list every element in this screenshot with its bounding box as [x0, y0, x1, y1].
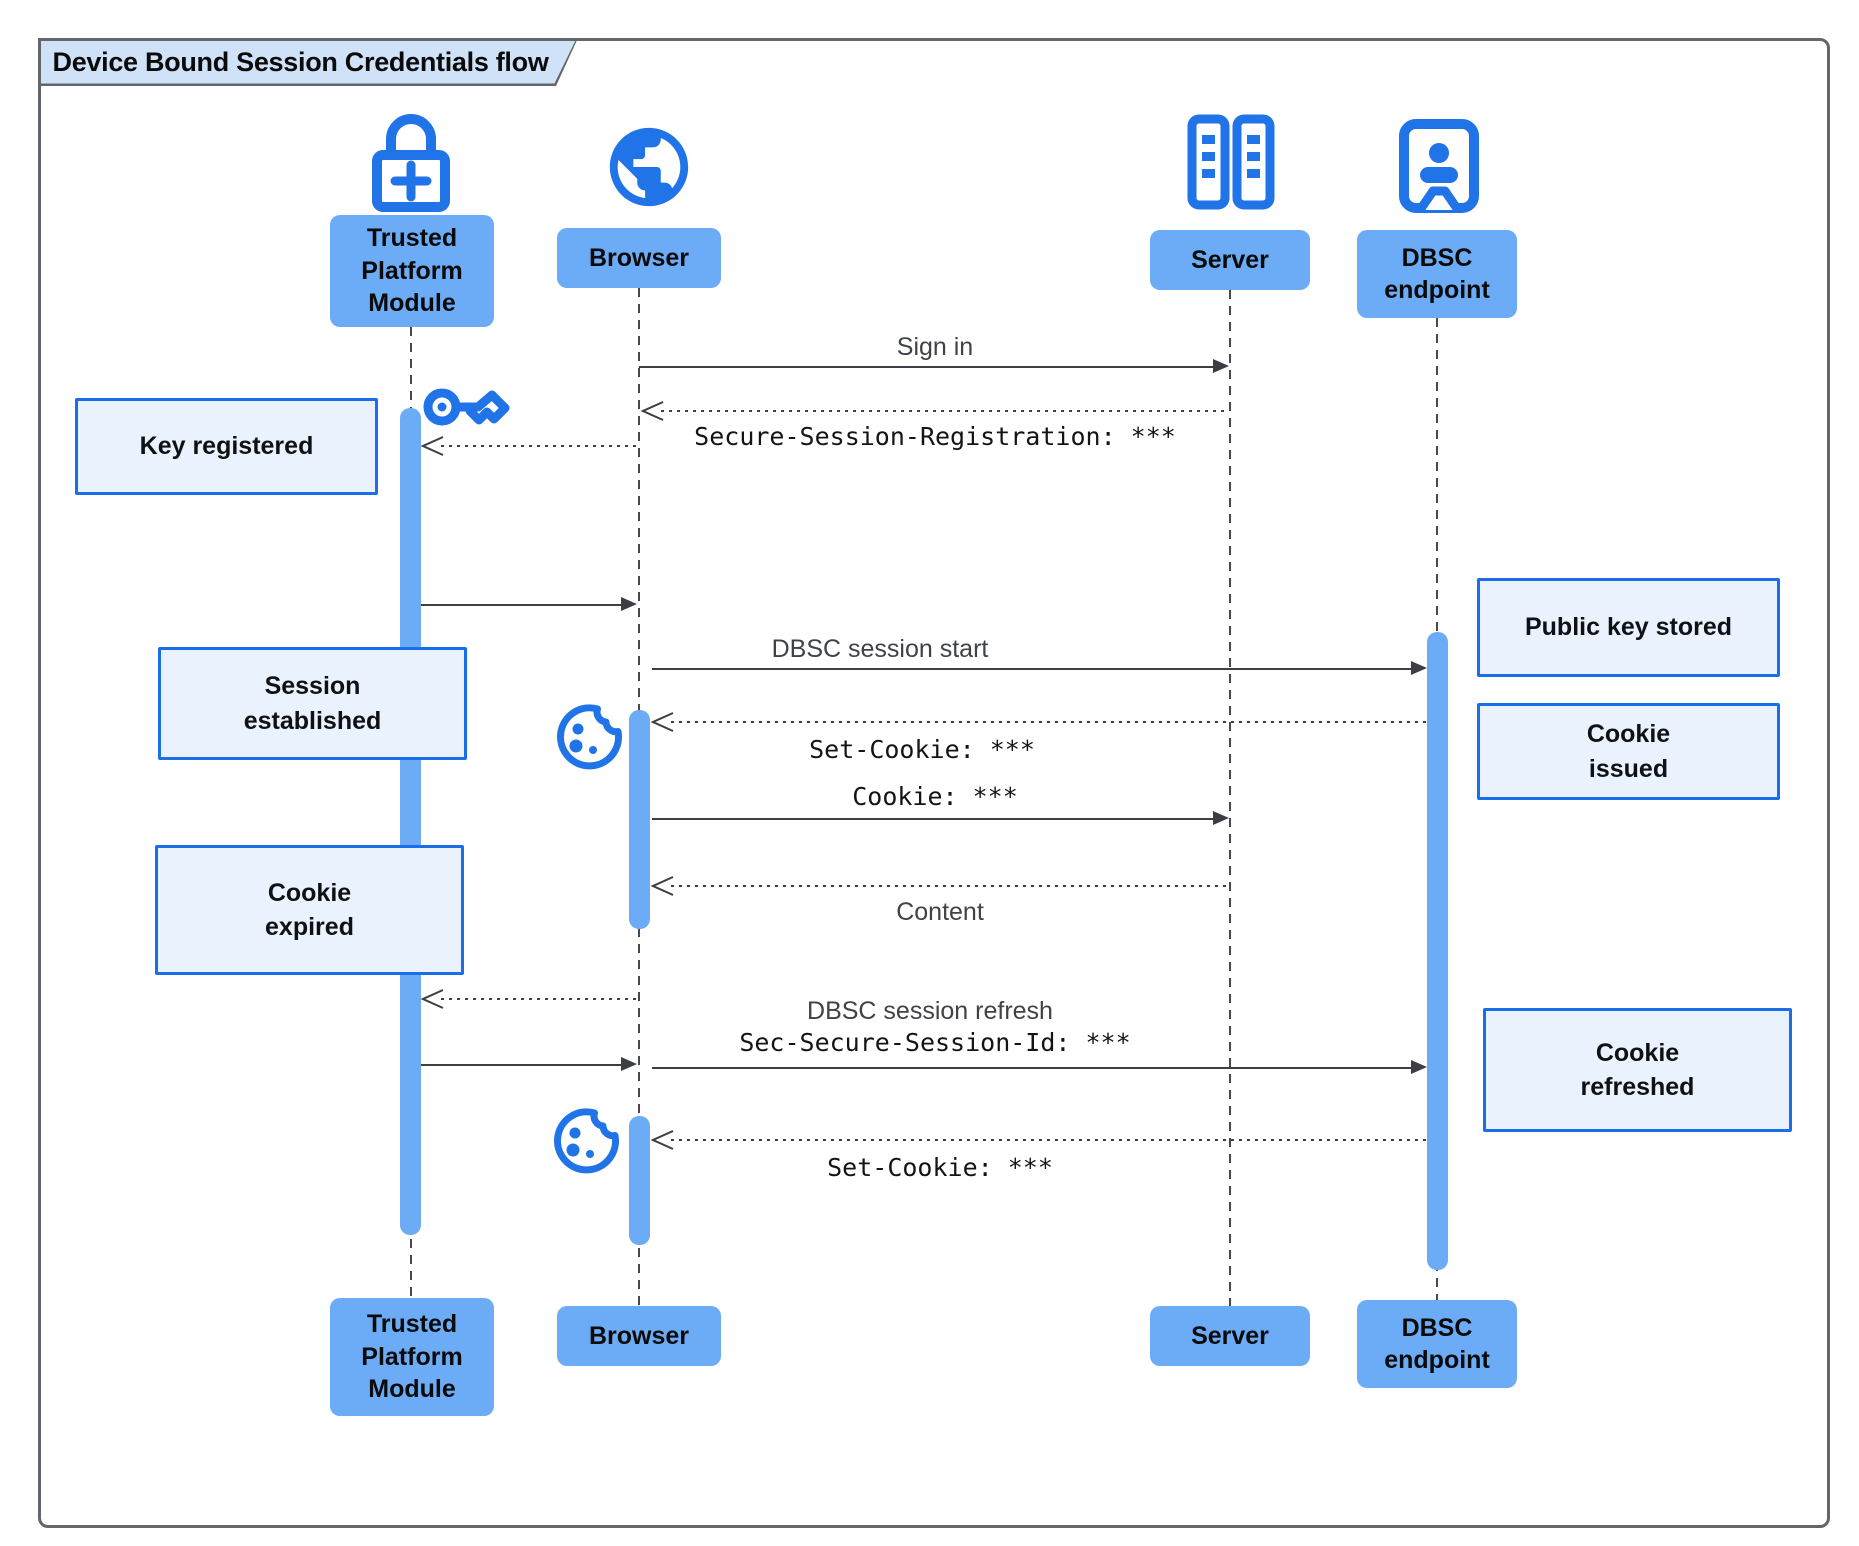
message-key-done-line	[421, 604, 622, 606]
message-dbsc-refresh-line	[652, 1067, 1412, 1069]
message-dbsc-start-label: DBSC session start	[771, 635, 989, 663]
message-dbsc-start-line	[652, 668, 1412, 670]
message-set-cookie-1-label: Set-Cookie: ***	[809, 735, 1035, 764]
actor-browser-top: Browser	[557, 228, 721, 288]
message-set-cookie-2-label: Set-Cookie: ***	[827, 1153, 1053, 1182]
diagram-title: Device Bound Session Credentials flow	[52, 46, 549, 77]
activation-bar-dbsc	[1427, 632, 1448, 1270]
note-public-key-stored: Public key stored	[1477, 578, 1780, 677]
message-set-cookie-2-line	[671, 1139, 1427, 1141]
message-key-signed-line	[421, 1064, 622, 1066]
actor-server-top: Server	[1150, 230, 1310, 290]
actor-dbsc-top: DBSC endpoint	[1357, 230, 1517, 318]
activation-bar-browser-1	[629, 710, 650, 929]
message-key-sign-line	[441, 998, 638, 1000]
message-dbsc-refresh-label: DBSC session refresh	[807, 997, 1053, 1025]
cookie-icon	[557, 704, 622, 770]
globe-icon	[609, 127, 689, 207]
diagram-title-tab: Device Bound Session Credentials flow	[38, 38, 578, 86]
note-cookie-refreshed: Cookie refreshed	[1483, 1008, 1792, 1132]
message-registration-label: Secure-Session-Registration: ***	[694, 422, 1176, 451]
actor-tpm-bottom: Trusted Platform Module	[330, 1298, 494, 1416]
arrowhead-icon	[1213, 359, 1229, 373]
message-content-line	[671, 885, 1229, 887]
arrowhead-icon	[621, 1057, 637, 1071]
activation-bar-tpm	[400, 408, 421, 1235]
server-icon	[1187, 114, 1275, 210]
open-arrowhead-icon	[421, 989, 444, 1009]
actor-browser-bottom: Browser	[557, 1306, 721, 1366]
actor-server-bottom: Server	[1150, 1306, 1310, 1366]
arrowhead-icon	[1213, 811, 1229, 825]
note-session-established: Session established	[158, 647, 467, 760]
key-icon	[423, 388, 510, 426]
open-arrowhead-icon	[651, 712, 674, 732]
message-session-id-label: Sec-Secure-Session-Id: ***	[739, 1028, 1131, 1057]
message-registration-line	[661, 410, 1229, 412]
note-cookie-issued: Cookie issued	[1477, 703, 1780, 800]
arrowhead-icon	[621, 597, 637, 611]
message-set-cookie-1-line	[671, 721, 1427, 723]
note-key-registered: Key registered	[75, 398, 378, 495]
open-arrowhead-icon	[421, 436, 444, 456]
activation-bar-browser-2	[629, 1116, 650, 1245]
arrowhead-icon	[1411, 1060, 1427, 1074]
note-cookie-expired: Cookie expired	[155, 845, 464, 975]
message-cookie-line	[652, 818, 1215, 820]
open-arrowhead-icon	[651, 1130, 674, 1150]
message-sign-in-label: Sign in	[896, 333, 974, 361]
message-sign-in-line	[639, 366, 1215, 368]
cookie-icon	[554, 1108, 619, 1174]
open-arrowhead-icon	[641, 401, 664, 421]
arrowhead-icon	[1411, 661, 1427, 675]
actor-dbsc-bottom: DBSC endpoint	[1357, 1300, 1517, 1388]
message-key-register-line	[441, 445, 638, 447]
message-content-label: Content	[896, 898, 984, 926]
lock-plus-icon	[372, 114, 450, 212]
open-arrowhead-icon	[651, 876, 674, 896]
badge-person-icon	[1399, 119, 1479, 213]
actor-tpm-top: Trusted Platform Module	[330, 215, 494, 327]
message-cookie-label: Cookie: ***	[852, 782, 1018, 811]
lifeline-server	[1229, 290, 1231, 1306]
